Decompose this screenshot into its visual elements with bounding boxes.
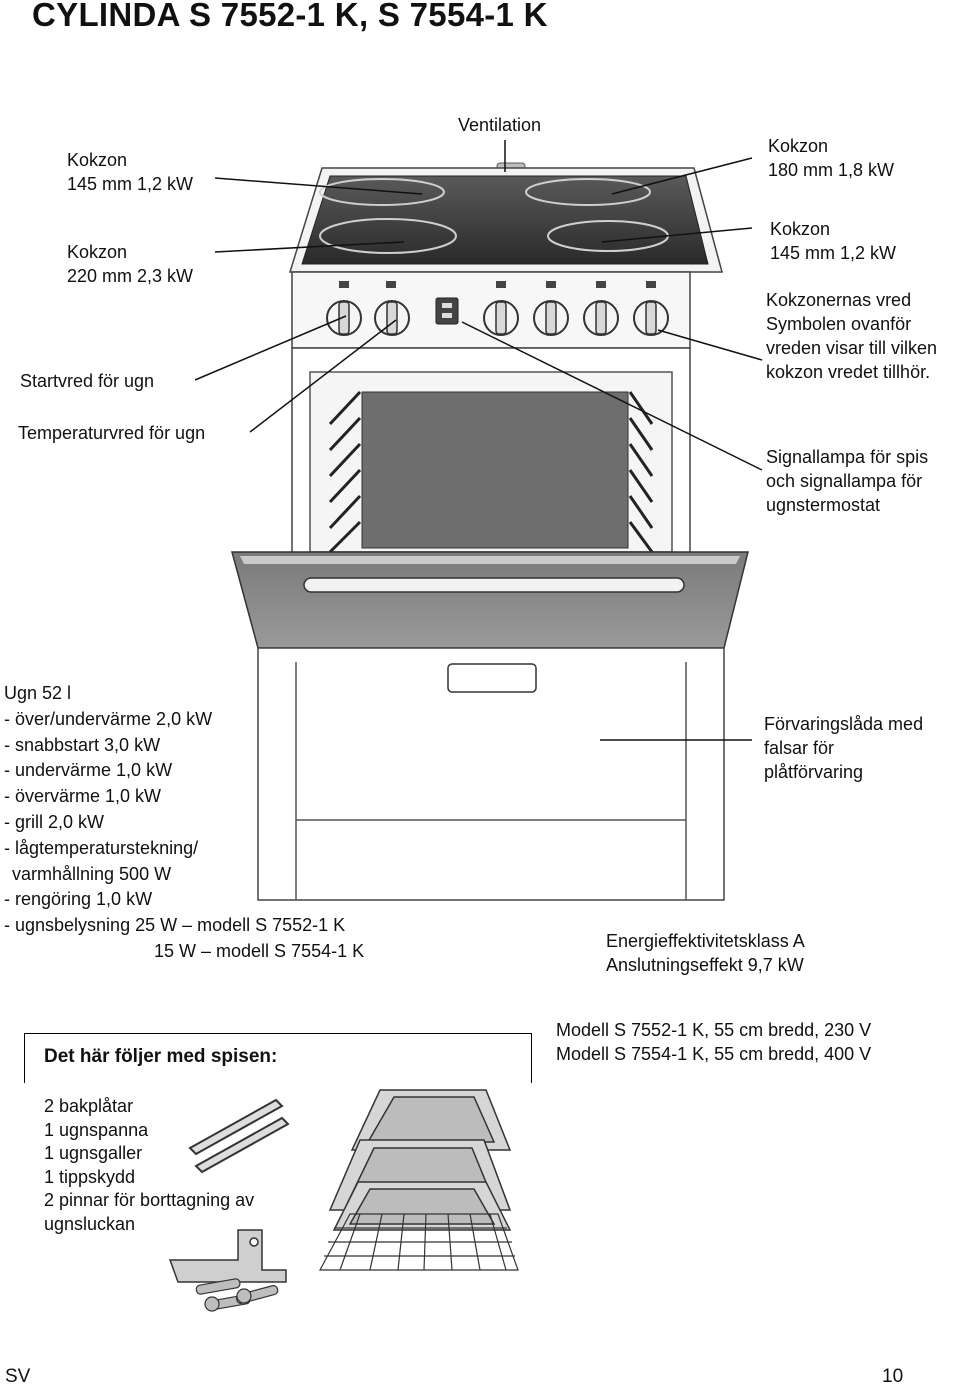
label-temperaturvred: Temperaturvred för ugn (18, 423, 206, 443)
label-kokzon-220: Kokzon 220 mm 2,3 kW (67, 240, 193, 288)
label-line: och signallampa för (766, 471, 923, 491)
label-line: 220 mm 2,3 kW (67, 266, 194, 286)
spec-line: - lågtemperaturstekning/ (4, 837, 199, 858)
oven-specs: Ugn 52 l - över/undervärme 2,0 kW - snab… (4, 681, 364, 965)
label-line: plåtförvaring (764, 762, 864, 782)
screws-and-plugs (195, 1278, 279, 1312)
tip-guard (168, 1229, 287, 1283)
oven-rack-rails-right (628, 391, 654, 553)
label-line: Förvaringslåda med (764, 714, 924, 734)
energy-info: Energieffektivitetsklass A Anslutningsef… (606, 929, 805, 977)
spec-line: - undervärme 1,0 kW (4, 760, 173, 781)
energy-class: Energieffektivitetsklass A (606, 931, 805, 951)
included-item: ugnsluckan (44, 1213, 136, 1234)
page-title: CYLINDA S 7552-1 K, S 7554-1 K (32, 0, 548, 33)
spec-line: - ugnsbelysning 25 W – modell S 7552-1 K (4, 915, 346, 936)
label-line: Kokzon (67, 150, 128, 170)
label-line: Kokzon (67, 242, 128, 262)
oven-rack (318, 1213, 519, 1271)
model-list: Modell S 7552-1 K, 55 cm bredd, 230 V Mo… (556, 1018, 871, 1066)
drawer-handle (447, 663, 537, 693)
label-kokzon-145-right: Kokzon 145 mm 1,2 kW (770, 217, 896, 265)
spec-line: - grill 2,0 kW (4, 811, 105, 832)
label-line: falsar för (764, 738, 835, 758)
knob-grips (338, 301, 657, 335)
page-number: 10 (882, 1366, 904, 1387)
oven-back (361, 391, 629, 549)
footer-language: SV (5, 1366, 31, 1387)
hotplate-front-left (319, 218, 457, 254)
model-line: Modell S 7554-1 K, 55 cm bredd, 400 V (556, 1044, 872, 1064)
hotplate-back-right (525, 178, 651, 206)
spec-line: - övervärme 1,0 kW (4, 786, 162, 807)
knob-symbols (339, 281, 656, 288)
label-line: Signallampa för spis (766, 447, 929, 467)
model-line: Modell S 7552-1 K, 55 cm bredd, 230 V (556, 1020, 872, 1040)
signal-lamps (435, 297, 459, 325)
label-line: vreden visar till vilken (766, 338, 938, 358)
included-heading: Det här följer med spisen: (44, 1046, 278, 1067)
label-startvred: Startvred för ugn (20, 371, 155, 391)
baking-trays (328, 1089, 512, 1231)
label-line: Kokzon (768, 136, 829, 156)
spec-line: - rengöring 1,0 kW (4, 889, 153, 910)
included-item: 1 ugnspanna (44, 1119, 149, 1140)
spec-line: - över/undervärme 2,0 kW (4, 708, 213, 729)
label-forvaringslada: Förvaringslåda med falsar för plåtförvar… (764, 712, 923, 784)
oven-door-handle (303, 577, 685, 593)
spec-line: Ugn 52 l (4, 683, 72, 703)
leader-lines (194, 140, 763, 741)
label-signallampa: Signallampa för spis och signallampa för… (766, 445, 928, 517)
label-ventilation: Ventilation (458, 115, 542, 135)
label-line: kokzon vredet tillhör. (766, 362, 931, 382)
oven-rack-rails-left (328, 390, 362, 554)
included-item: 2 pinnar för borttagning av (44, 1190, 255, 1210)
included-item: 2 bakplåtar (44, 1096, 134, 1116)
label-kokzon-180: Kokzon 180 mm 1,8 kW (768, 134, 894, 182)
label-line: 145 mm 1,2 kW (770, 243, 897, 263)
oven-pins (188, 1098, 290, 1174)
included-items: 2 bakplåtar 1 ugnspanna 1 ugnsgaller 1 t… (44, 1095, 254, 1236)
spec-line: - snabbstart 3,0 kW (4, 734, 161, 755)
label-kokzonernas-vred: Kokzonernas vred Symbolen ovanför vreden… (766, 288, 937, 384)
label-line: Kokzon (770, 219, 831, 239)
connection-power: Anslutningseffekt 9,7 kW (606, 955, 804, 975)
spec-line: 15 W – modell S 7554-1 K (154, 940, 365, 961)
label-line: ugnstermostat (766, 495, 881, 515)
spec-line: varmhållning 500 W (12, 863, 172, 884)
included-box: Det här följer med spisen: (24, 1033, 532, 1083)
included-item: 1 ugnsgaller (44, 1143, 143, 1163)
hotplate-back-left (319, 178, 445, 206)
label-line: 145 mm 1,2 kW (67, 174, 194, 194)
oven-door (231, 551, 749, 649)
label-line: Kokzonernas vred (766, 290, 912, 310)
included-item: 1 tippskydd (44, 1166, 136, 1187)
label-line: 180 mm 1,8 kW (768, 160, 895, 180)
label-line: Symbolen ovanför (766, 314, 912, 334)
label-kokzon-145-left: Kokzon 145 mm 1,2 kW (67, 148, 193, 196)
